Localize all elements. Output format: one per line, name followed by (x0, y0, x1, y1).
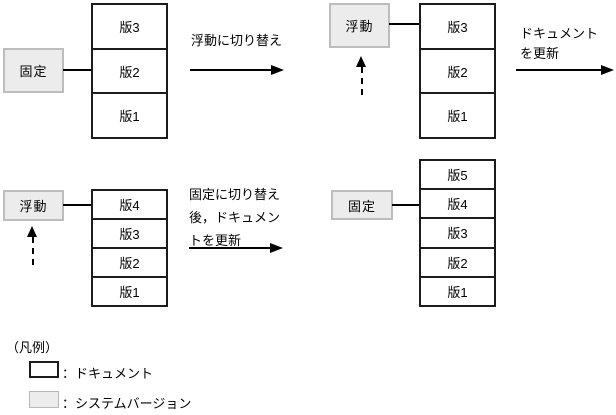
arrow-line (516, 69, 602, 71)
document-stack-top-left: 版3 版2 版1 (91, 3, 168, 140)
document-stack-bottom-right: 版5 版4 版3 版2 版1 (419, 159, 496, 307)
system-version-box-fixed-initial: 固定 (3, 48, 64, 93)
transition-label-line: を更新 (520, 46, 560, 61)
document-stack-bottom-left: 版4 版3 版2 版1 (91, 189, 168, 307)
arrow-line (189, 247, 271, 249)
system-version-box-floating-updated: 浮動 (3, 190, 64, 221)
legend-system-version-swatch (29, 391, 59, 408)
document-version-box: 版1 (419, 92, 496, 140)
arrow-head-icon (270, 242, 283, 253)
document-version-box: 版3 (419, 3, 496, 50)
document-version-box: 版2 (419, 47, 496, 95)
document-stack-top-right: 版3 版2 版1 (419, 3, 496, 140)
document-version-box: 版3 (91, 3, 168, 50)
connector-line (389, 23, 419, 25)
document-version-box: 版1 (91, 276, 168, 307)
document-version-box: 版4 (91, 189, 168, 220)
dashed-up-arrow-head-icon (27, 226, 37, 237)
connector-line (63, 69, 91, 71)
transition-label-line: ドキュメント (520, 26, 599, 41)
transition-label-update-document: ドキュメント を更新 (520, 24, 598, 64)
arrow-head-icon (271, 64, 284, 75)
document-version-box: 版1 (91, 92, 168, 140)
document-version-box: 版4 (419, 188, 496, 220)
transition-label-line: 後，ドキュメン (189, 210, 281, 225)
document-version-box: 版3 (91, 218, 168, 249)
legend-document-swatch (29, 361, 59, 378)
dashed-up-arrow-tail (361, 67, 363, 95)
dashed-up-arrow-tail (32, 237, 34, 265)
document-version-box: 版3 (419, 217, 496, 249)
connector-line (63, 204, 91, 206)
document-version-box: 版2 (419, 246, 496, 278)
arrow-line (190, 69, 272, 71)
document-version-box: 版1 (419, 275, 496, 307)
transition-label-switch-to-fixed-update: 固定に切り替え 後，ドキュメン トを更新 (189, 183, 280, 252)
arrow-head-icon (601, 64, 614, 75)
dashed-up-arrow-head-icon (356, 56, 366, 67)
document-version-box: 版2 (91, 247, 168, 278)
transition-label-line: 固定に切り替え (189, 187, 281, 202)
transition-label-line: トを更新 (189, 233, 242, 248)
system-version-box-floating-after-switch: 浮動 (329, 3, 390, 48)
legend-document-label: ：ドキュメント (62, 366, 154, 381)
legend-system-version-label: ：システムバージョン (62, 396, 192, 411)
legend-title: （凡例） (6, 340, 59, 355)
connector-line (392, 204, 419, 206)
document-version-box: 版5 (419, 159, 496, 191)
transition-label-switch-to-floating: 浮動に切り替え (191, 33, 283, 48)
document-version-box: 版2 (91, 47, 168, 95)
system-version-box-fixed-final: 固定 (331, 190, 393, 220)
